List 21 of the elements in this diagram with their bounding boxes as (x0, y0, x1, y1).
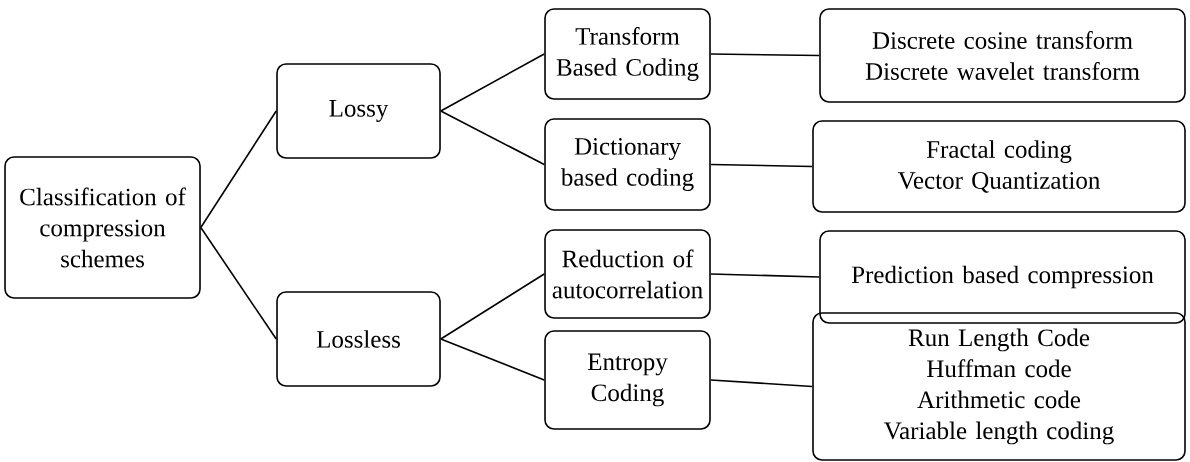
method-box: Dictionary based coding (544, 118, 711, 211)
technique-box: Run Length Code Huffman code Arithmetic code Variable length coding (812, 312, 1186, 461)
technique-box: Prediction based compression (819, 230, 1186, 324)
category-box: Lossy (276, 63, 441, 159)
connector-line (710, 273, 820, 278)
root-box: Classification of compression schemes (4, 156, 201, 299)
connector-line (200, 110, 277, 229)
connector-line (710, 53, 820, 57)
method-box: Entropy Coding (544, 330, 711, 430)
connector-line (200, 226, 277, 340)
method-box: Transform Based Coding (544, 8, 711, 100)
connector-line (440, 338, 545, 381)
connector-line (710, 163, 813, 168)
method-box: Reduction of autocorrelation (544, 229, 711, 319)
category-box: Lossless (276, 291, 441, 387)
connector-line (440, 273, 545, 340)
technique-box: Fractal coding Vector Quantization (812, 120, 1186, 213)
connector-line (440, 110, 545, 166)
connector-line (440, 53, 545, 112)
connector-line (710, 379, 813, 388)
technique-box: Discrete cosine transform Discrete wavelet transform (819, 8, 1186, 103)
